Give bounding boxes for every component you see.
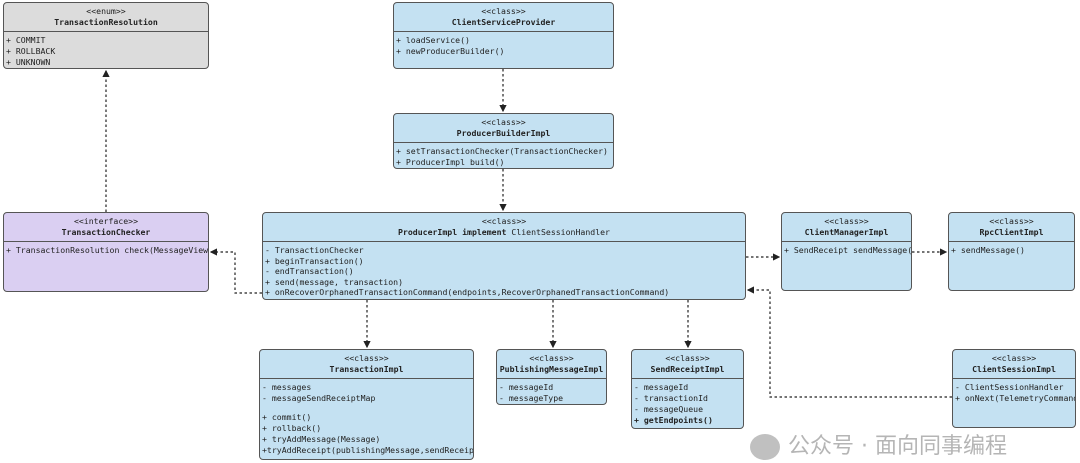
- member: + SendReceipt sendMessage(): [784, 245, 912, 255]
- interface-transaction-checker: <<interface>>TransactionChecker + Transa…: [3, 212, 209, 292]
- member: - messageId: [499, 382, 554, 392]
- member: + onRecoverOrphanedTransactionCommand(en…: [265, 287, 670, 297]
- stereotype: <<class>>: [344, 353, 389, 363]
- method: + tryAddMessage(Message): [262, 434, 381, 444]
- member: - endTransaction(): [265, 266, 354, 276]
- stereotype: <<enum>>: [86, 6, 126, 16]
- class-name: ClientServiceProvider: [451, 17, 556, 27]
- stereotype: <<class>>: [991, 353, 1037, 363]
- class-name: ClientSessionImpl: [972, 364, 1056, 374]
- member: - messageType: [499, 393, 564, 403]
- field: - messages: [262, 382, 312, 392]
- watermark-text: 公众号 · 面向同事编程: [788, 434, 1007, 459]
- member: + sendMessage(): [951, 245, 1025, 255]
- member: - ClientSessionHandler: [955, 382, 1064, 392]
- field: - messageSendReceiptMap: [262, 393, 376, 403]
- member: - TransactionChecker: [265, 245, 364, 255]
- member: + ProducerImpl build(): [396, 157, 505, 167]
- stereotype: <<class>>: [481, 6, 526, 16]
- class-name: TransactionResolution: [54, 17, 158, 27]
- class-name: ProducerBuilderImpl: [456, 128, 551, 138]
- class-producer-impl: <<class>>ProducerImpl implement ClientSe…: [262, 212, 746, 300]
- arrow-session-to-producer: [746, 286, 952, 398]
- member: - messageQueue: [634, 404, 704, 414]
- class-name: TransactionChecker: [61, 227, 151, 237]
- class-client-service-provider: <<class>>ClientServiceProvider + loadSer…: [393, 2, 614, 69]
- stereotype: <<class>>: [529, 353, 574, 363]
- class-name: ClientManagerImpl: [804, 227, 889, 237]
- member: + beginTransaction(): [265, 255, 364, 266]
- class-rpc-client-impl: <<class>>RpcClientImpl + sendMessage(): [948, 212, 1075, 291]
- member: + TransactionResolution check(MessageVie…: [6, 245, 209, 255]
- watermark: 公众号 · 面向同事编程: [750, 433, 1007, 461]
- method: +tryAddReceipt(publishingMessage,sendRec…: [262, 445, 474, 455]
- wechat-icon: [750, 434, 780, 460]
- stereotype: <<class>>: [481, 117, 526, 127]
- stereotype: <<class>>: [481, 216, 527, 226]
- member: + send(message, transaction): [265, 276, 404, 287]
- member: + loadService(): [396, 35, 470, 45]
- stereotype: <<class>>: [665, 353, 710, 363]
- member: + newProducerBuilder(): [396, 46, 505, 56]
- member: - transactionId: [634, 393, 708, 403]
- member: + setTransactionChecker(TransactionCheck…: [396, 146, 608, 156]
- method: + rollback(): [262, 423, 322, 433]
- class-send-receipt-impl: <<class>>SendReceiptImpl - messageId- tr…: [631, 349, 744, 429]
- class-producer-builder-impl: <<class>>ProducerBuilderImpl + setTransa…: [393, 113, 614, 169]
- member: + UNKNOWN: [6, 57, 51, 67]
- class-name: RpcClientImpl: [979, 227, 1044, 237]
- stereotype: <<class>>: [824, 216, 869, 226]
- stereotype: <<interface>>: [73, 216, 139, 226]
- class-name: PublishingMessageImpl: [499, 364, 604, 374]
- class-client-manager-impl: <<class>>ClientManagerImpl + SendReceipt…: [781, 212, 912, 291]
- member: + getEndpoints(): [634, 415, 713, 425]
- class-publishing-message-impl: <<class>>PublishingMessageImpl - message…: [496, 349, 607, 405]
- stereotype: <<class>>: [989, 216, 1034, 226]
- class-transaction-impl: <<class>>TransactionImpl - messages- mes…: [259, 349, 474, 460]
- class-name: TransactionImpl: [329, 364, 404, 374]
- arrow-producer-to-checker: [209, 248, 262, 294]
- class-name: SendReceiptImpl: [650, 364, 725, 374]
- member: + COMMIT: [6, 35, 46, 45]
- class-transaction-resolution: <<enum>>TransactionResolution + COMMIT+ …: [3, 2, 209, 69]
- member: + ROLLBACK: [6, 46, 56, 56]
- class-client-session-impl: <<class>>ClientSessionImpl - ClientSessi…: [952, 349, 1076, 428]
- member: - messageId: [634, 382, 689, 392]
- class-name: ProducerImpl implement: [398, 227, 507, 237]
- interface-name: ClientSessionHandler: [511, 227, 610, 237]
- method: + commit(): [262, 412, 312, 422]
- member: + onNext(TelemetryCommand): [955, 393, 1076, 403]
